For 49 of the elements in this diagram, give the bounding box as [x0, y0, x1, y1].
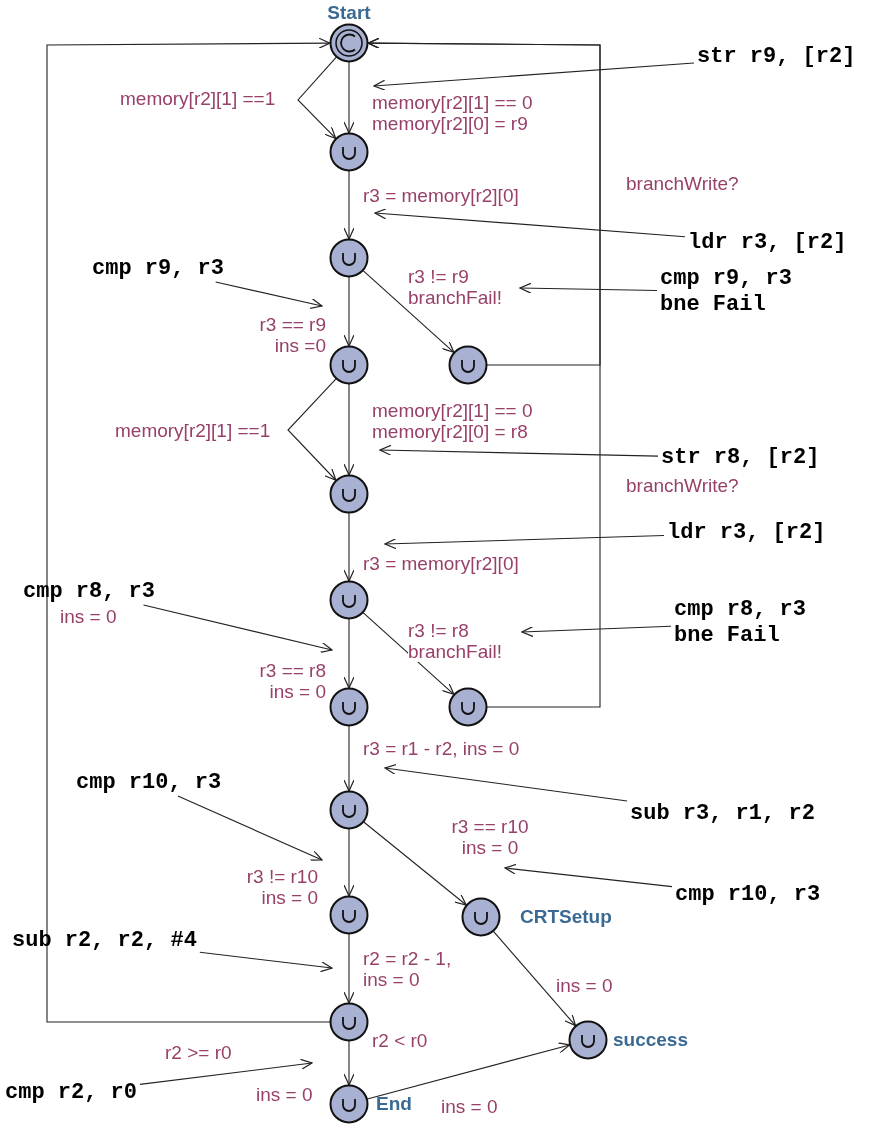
- transition-arrow: [492, 930, 577, 1027]
- leader-line: [519, 282, 658, 294]
- leader-line: [521, 625, 672, 638]
- leader-line: [199, 951, 333, 973]
- instruction-comment: cmp r10, r3: [76, 770, 222, 796]
- instruction-comment: cmp r9, r3: [92, 256, 225, 282]
- transition-arrow: [343, 725, 355, 792]
- location-name: Start: [326, 2, 372, 24]
- transition-arrow: [297, 56, 337, 140]
- instruction-comment: cmp r8, r3 bne Fail: [674, 597, 834, 649]
- transition-arrow: [343, 61, 355, 134]
- leader-line: [384, 534, 665, 550]
- transition-arrow: [362, 270, 455, 353]
- transition-arrow: [343, 512, 355, 582]
- leader-line: [177, 795, 323, 861]
- transition-arrow: [287, 378, 337, 481]
- leader-line: [504, 863, 673, 888]
- leader-line: [139, 1058, 313, 1085]
- instruction-comment: sub r3, r1, r2: [630, 801, 815, 827]
- transition-arrow: [343, 383, 355, 476]
- leader-line: [373, 62, 695, 91]
- transition-arrow: [343, 170, 355, 240]
- transition-arrow: [343, 933, 355, 1004]
- leader-line: [142, 604, 333, 653]
- location-name: CRTSetup: [520, 906, 612, 928]
- instruction-comment: cmp r8, r3: [23, 579, 156, 605]
- instruction-comment: sub r2, r2, #4: [12, 928, 197, 954]
- location-name: success: [613, 1029, 688, 1051]
- leader-line: [384, 763, 628, 802]
- transition-arrow: [362, 612, 455, 695]
- instruction-comment: cmp r2, r0: [5, 1080, 138, 1106]
- transition-arrow: [343, 828, 355, 897]
- instruction-comment: cmp r10, r3: [675, 882, 821, 908]
- transition-arrow: [367, 37, 601, 708]
- transition-arrow: [343, 1040, 355, 1086]
- location-name: End: [376, 1093, 412, 1115]
- instruction-comment: str r8, [r2]: [661, 445, 820, 471]
- transition-arrow: [343, 618, 355, 689]
- transition-arrow: [363, 821, 467, 906]
- instruction-comment: ldr r3, [r2]: [667, 520, 826, 546]
- transition-arrow: [366, 1042, 571, 1100]
- leader-line: [374, 208, 686, 238]
- instruction-comment: str r9, [r2]: [697, 44, 856, 70]
- leader-line: [215, 281, 323, 310]
- transition-arrow: [46, 37, 331, 1023]
- leader-line: [379, 444, 659, 457]
- transition-arrow: [343, 276, 355, 347]
- instruction-comment: cmp r9, r3 bne Fail: [660, 266, 820, 318]
- instruction-comment: ldr r3, [r2]: [688, 230, 847, 256]
